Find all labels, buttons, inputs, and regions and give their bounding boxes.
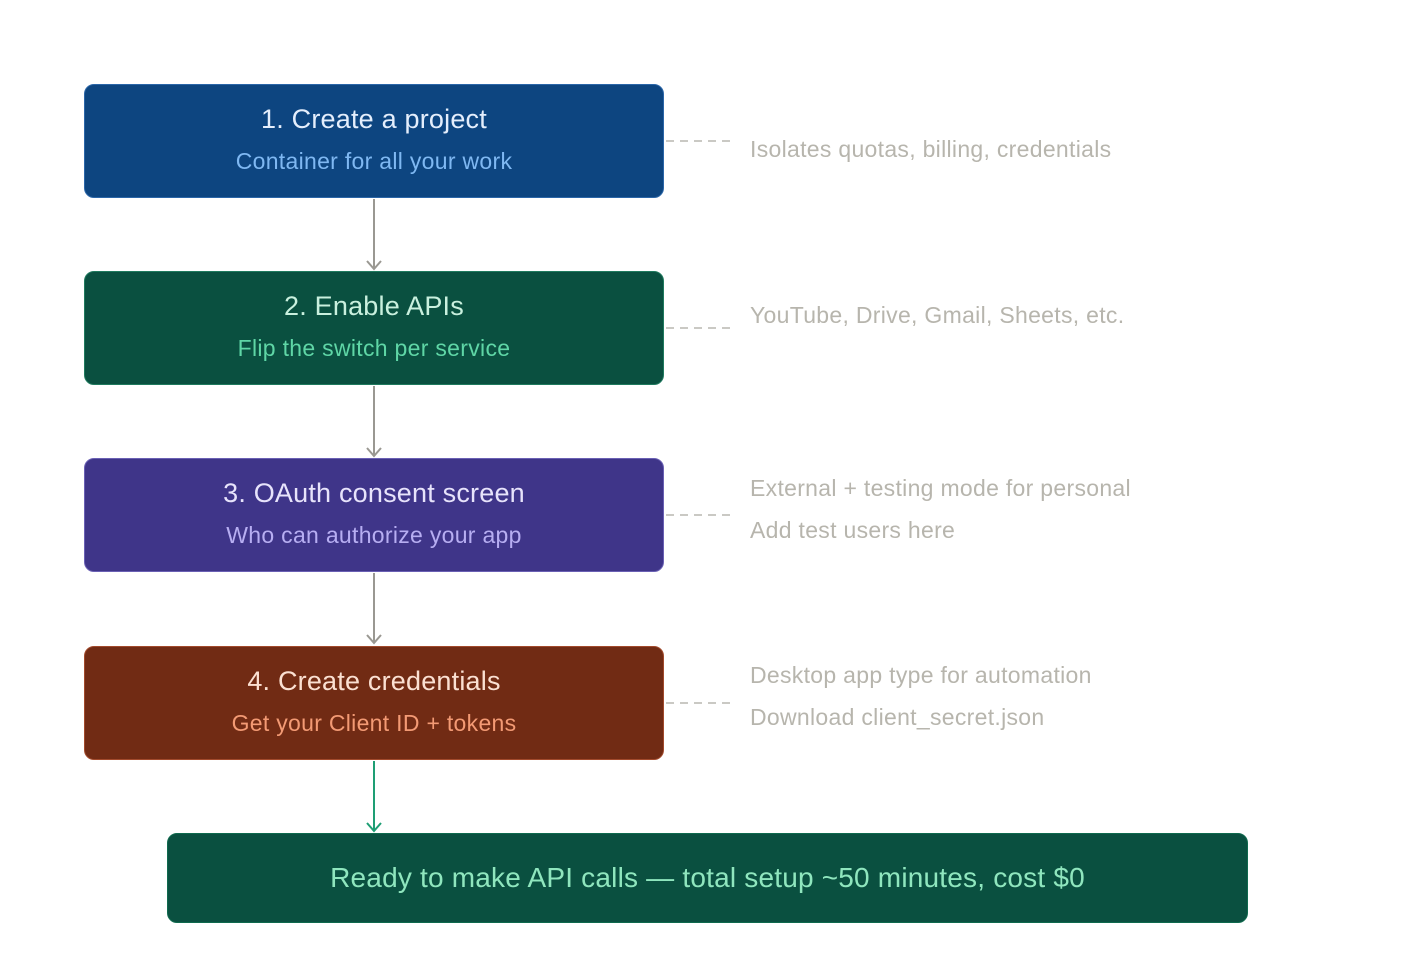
step-subtitle: Flip the switch per service bbox=[237, 335, 511, 361]
final-result-text: Ready to make API calls — total setup ~5… bbox=[330, 862, 1085, 893]
step-note: Isolates quotas, billing, credentials bbox=[750, 136, 1112, 162]
step-subtitle: Get your Client ID + tokens bbox=[231, 710, 517, 736]
step-subtitle: Container for all your work bbox=[235, 148, 513, 174]
step-note: YouTube, Drive, Gmail, Sheets, etc. bbox=[750, 302, 1125, 328]
arrow-step2-to-step3 bbox=[366, 386, 382, 458]
arrow-step3-to-step4 bbox=[366, 573, 382, 645]
arrow-step1-to-step2 bbox=[366, 199, 382, 271]
step-note: Desktop app type for automation bbox=[750, 662, 1092, 688]
step-oauth-consent-screen: 3. OAuth consent screen Who can authoriz… bbox=[84, 458, 664, 572]
step-note: Download client_secret.json bbox=[750, 704, 1045, 730]
arrow-step4-to-final bbox=[366, 761, 382, 833]
step-create-credentials: 4. Create credentials Get your Client ID… bbox=[84, 646, 664, 760]
step-title: 4. Create credentials bbox=[247, 666, 501, 696]
step-subtitle: Who can authorize your app bbox=[226, 522, 522, 548]
step-create-project: 1. Create a project Container for all yo… bbox=[84, 84, 664, 198]
step-title: 2. Enable APIs bbox=[284, 291, 464, 321]
step-title: 3. OAuth consent screen bbox=[223, 478, 525, 508]
step-note: External + testing mode for personal bbox=[750, 475, 1131, 501]
step-title: 1. Create a project bbox=[261, 104, 487, 134]
step-note: Add test users here bbox=[750, 517, 956, 543]
final-result-banner: Ready to make API calls — total setup ~5… bbox=[167, 833, 1248, 923]
step-enable-apis: 2. Enable APIs Flip the switch per servi… bbox=[84, 271, 664, 385]
